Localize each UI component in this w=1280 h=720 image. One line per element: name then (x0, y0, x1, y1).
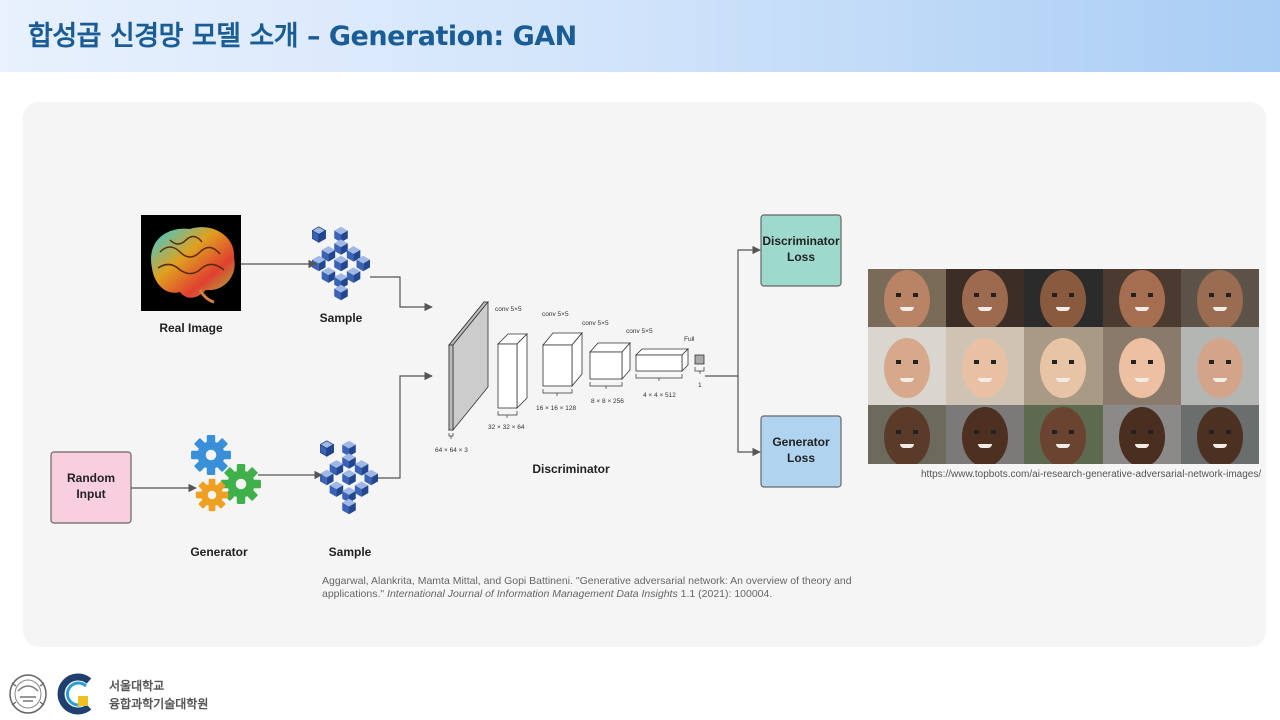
arrow-to-discriminator-loss (705, 245, 761, 377)
layer-dim0-label: 64 × 64 × 3 (435, 447, 468, 454)
sample-top-label: Sample (320, 311, 363, 325)
slide-title: 합성곱 신경망 모델 소개 – Generation: GAN (28, 21, 577, 52)
layer-conv2-label: conv 5×5 (542, 311, 569, 318)
face-image (946, 269, 1025, 327)
discriminator-loss-label-line1: Discriminator (762, 234, 840, 248)
layer-full-label: Full (684, 336, 695, 343)
face-image (1024, 405, 1103, 464)
face-image (868, 405, 947, 464)
face-image (1180, 327, 1259, 405)
citation: Aggarwal, Alankrita, Mamta Mittal, and G… (322, 575, 862, 601)
face-image (1102, 405, 1181, 464)
face-image (946, 405, 1025, 464)
image-source-link: https://www.topbots.com/ai-research-gene… (921, 469, 1262, 480)
discriminator-network (448, 300, 705, 432)
face-image (868, 327, 947, 405)
footer-institution: 서울대학교 융합과학기술대학원 (109, 677, 208, 713)
generated-faces-grid (868, 269, 1259, 464)
real-image (141, 215, 241, 311)
layer-dim1-label: 32 × 32 × 64 (488, 424, 525, 431)
citation-journal: International Journal of Information Man… (387, 588, 678, 600)
generator-loss-label-line2: Loss (787, 451, 815, 465)
layer-dim2-label: 16 × 16 × 128 (536, 405, 577, 412)
random-input-label-line2: Input (76, 487, 105, 501)
face-image (1180, 405, 1259, 464)
sample-bottom-cubes-icon (320, 441, 378, 514)
sample-bottom-label: Sample (329, 545, 372, 559)
footer-line1: 서울대학교 (109, 679, 165, 693)
discriminator-loss-label-line2: Loss (787, 250, 815, 264)
face-image (1180, 269, 1259, 327)
arrow-sample-to-discriminator-top (370, 276, 433, 312)
citation-details: 1.1 (2021): 100004. (680, 588, 773, 600)
arrow-sample-to-discriminator-bottom (378, 371, 433, 479)
layer-dim3-label: 8 × 8 × 256 (591, 398, 624, 405)
face-image (868, 269, 947, 327)
discriminator-label: Discriminator (532, 462, 610, 476)
layer-dim4-label: 4 × 4 × 512 (643, 392, 676, 399)
random-input-label-line1: Random (67, 471, 115, 485)
face-image (1102, 327, 1181, 405)
real-image-label: Real Image (159, 321, 223, 335)
convergence-c-logo (57, 673, 92, 715)
discriminator-loss-box (760, 214, 842, 287)
dimension-brackets (448, 367, 705, 439)
generator-gears-icon (191, 435, 261, 512)
generator-loss-label-line1: Generator (772, 435, 830, 449)
arrow-to-generator-loss (737, 376, 761, 457)
face-image (946, 327, 1025, 405)
sample-top-cubes-icon (312, 227, 370, 300)
layer-conv1-label: conv 5×5 (495, 306, 522, 313)
layer-conv3-label: conv 5×5 (582, 320, 609, 327)
footer-line2: 융합과학기술대학원 (109, 697, 209, 711)
snu-seal-logo (9, 674, 47, 714)
generator-label: Generator (190, 545, 248, 559)
generator-loss-box (760, 415, 842, 488)
face-image (1024, 327, 1103, 405)
layer-conv4-label: conv 5×5 (626, 328, 653, 335)
layer-dim5-label: 1 (698, 382, 702, 389)
title-bar: 합성곱 신경망 모델 소개 – Generation: GAN (0, 0, 1280, 72)
face-image (1102, 269, 1181, 327)
face-image (1024, 269, 1103, 327)
citation-authors: Aggarwal, Alankrita, Mamta Mittal, and G… (322, 575, 852, 600)
